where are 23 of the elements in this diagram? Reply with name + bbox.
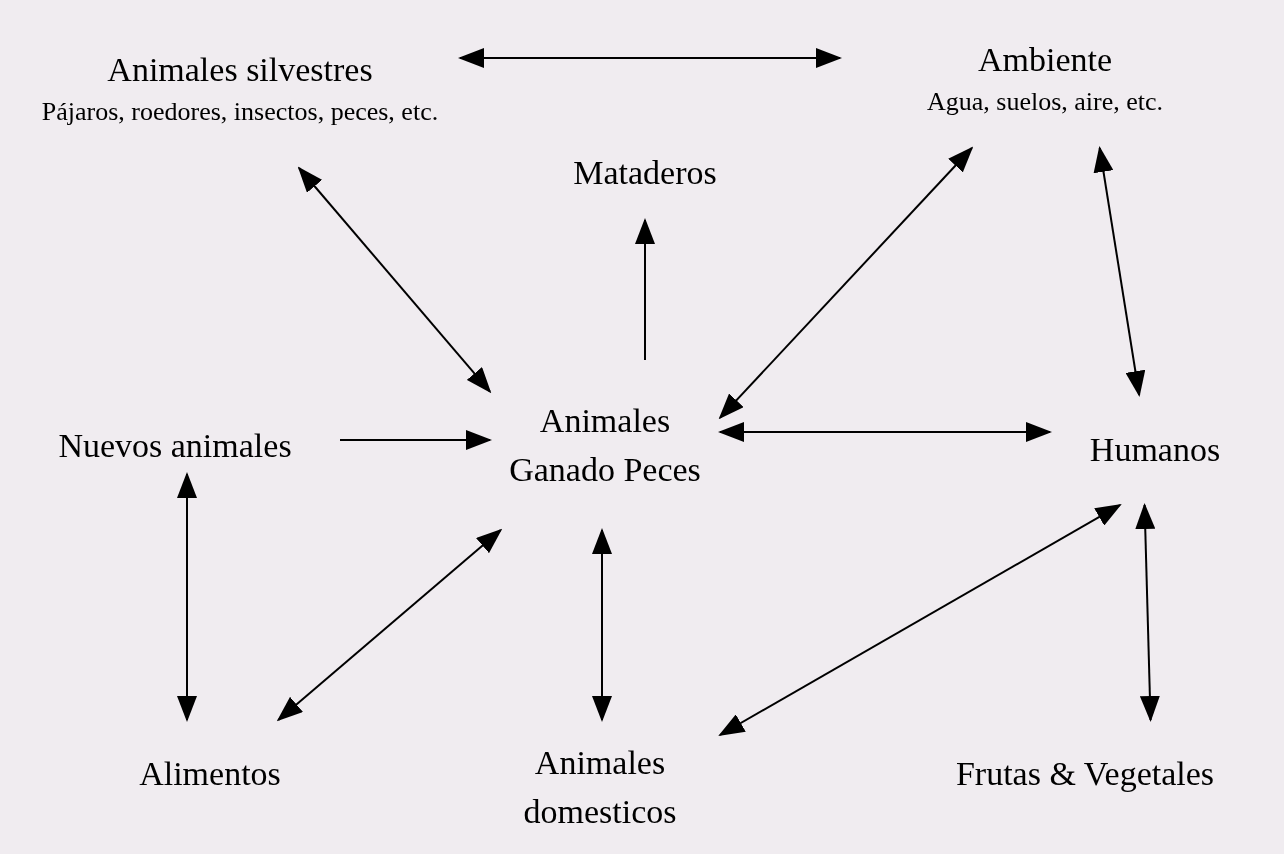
node-label: Animales Ganado Peces bbox=[508, 400, 702, 490]
arrow bbox=[635, 218, 655, 361]
arrow bbox=[718, 504, 1122, 736]
arrow bbox=[592, 528, 612, 722]
arrow bbox=[177, 472, 197, 722]
node-label: Nuevos animales bbox=[58, 426, 292, 467]
arrow bbox=[1135, 503, 1160, 722]
arrow bbox=[276, 528, 503, 722]
node-label: Frutas & Vegetales bbox=[955, 754, 1215, 795]
arrow bbox=[458, 48, 842, 68]
node-label: Alimentos bbox=[139, 754, 281, 795]
arrow bbox=[718, 422, 1052, 442]
arrow bbox=[718, 146, 974, 420]
node-label: Animales silvestres bbox=[107, 50, 373, 91]
node-label: Ambiente bbox=[977, 40, 1113, 81]
node-subtitle: Pájaros, roedores, insectos, peces, etc. bbox=[41, 96, 439, 129]
arrow bbox=[339, 430, 492, 450]
node-label: Animales domesticos bbox=[522, 742, 678, 832]
arrow bbox=[1093, 146, 1146, 397]
node-label: Mataderos bbox=[573, 152, 717, 193]
arrow bbox=[297, 166, 492, 394]
node-label: Humanos bbox=[1089, 430, 1221, 471]
node-subtitle: Agua, suelos, aire, etc. bbox=[926, 86, 1164, 119]
